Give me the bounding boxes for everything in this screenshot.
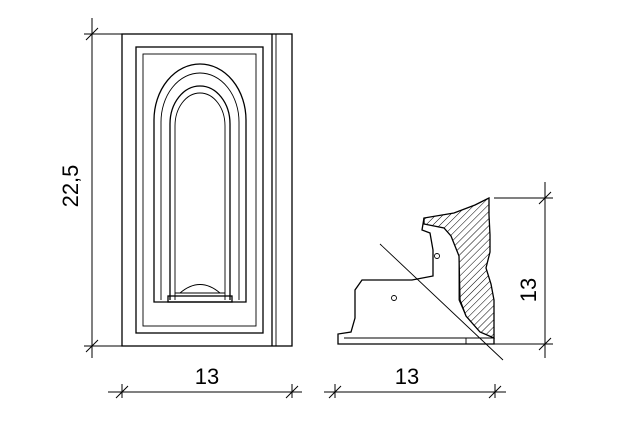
dimension-front-height: 22,5 bbox=[58, 18, 128, 358]
niche-outer-arch bbox=[153, 63, 247, 303]
front-width-label: 13 bbox=[195, 364, 219, 389]
panel-recess-frame bbox=[142, 53, 257, 327]
tick-mark-right bbox=[488, 385, 502, 399]
section-view bbox=[337, 196, 504, 361]
screw-hole-lower bbox=[391, 295, 397, 301]
tick-mark-top bbox=[85, 27, 99, 41]
tick-mark-left bbox=[328, 385, 342, 399]
niche-moulding-arch bbox=[160, 72, 240, 300]
tick-mark-top bbox=[538, 191, 552, 205]
moulding-profile-outline bbox=[337, 217, 495, 345]
dimension-section-width: 13 bbox=[324, 364, 506, 399]
niche-sill bbox=[167, 295, 233, 303]
panel-outer-frame bbox=[121, 33, 293, 347]
panel-inner-frame bbox=[135, 46, 264, 334]
section-width-label: 13 bbox=[395, 364, 419, 389]
miter-cut-line bbox=[379, 243, 504, 361]
section-height-label: 13 bbox=[516, 278, 541, 302]
niche-shell-curve bbox=[179, 284, 221, 294]
front-view-panel bbox=[121, 33, 293, 347]
moulding-inner-line bbox=[458, 256, 481, 333]
front-height-label: 22,5 bbox=[58, 165, 83, 208]
screw-hole-upper bbox=[434, 253, 440, 259]
tick-mark-bottom bbox=[85, 339, 99, 353]
tick-mark-left bbox=[115, 385, 129, 399]
niche-inner-arch-line bbox=[174, 92, 226, 300]
niche-inner-arch bbox=[169, 85, 231, 300]
tick-mark-bottom bbox=[538, 337, 552, 351]
dimension-front-width: 13 bbox=[108, 364, 302, 399]
dimension-section-height: 13 bbox=[494, 182, 553, 358]
tick-mark-right bbox=[285, 385, 299, 399]
